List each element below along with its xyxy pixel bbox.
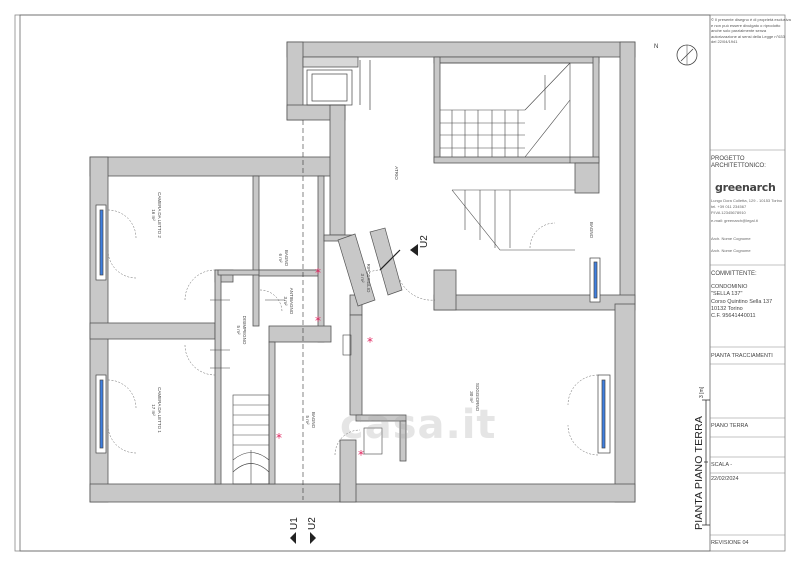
room-camera-1: CAMERA DA LETTO 117 m² [151, 387, 162, 433]
room-bagno-2: BAGNO5 m² [305, 412, 316, 429]
copyright-note: © Il presente disegno è di proprietà esc… [711, 17, 791, 44]
utility-markers: * * * * * [276, 266, 373, 462]
date-label: 22/02/2024 [711, 476, 739, 482]
title-block-lines [710, 149, 785, 536]
room-bagno-1: BAGNO6 m² [278, 250, 289, 267]
revision-label: REVISIONE 04 [711, 540, 749, 546]
architect-2: Arch. Nome Cognome [711, 248, 751, 253]
room-ripostiglio: RIPOSTIGLIO3 m² [360, 264, 371, 293]
section-marker-u2-bottom: U2 [307, 517, 318, 530]
ripostiglio-walls [337, 227, 403, 307]
svg-text:*: * [367, 335, 373, 349]
watermark: casa.it [340, 402, 497, 448]
room-bagno-3: BAGNO [589, 222, 594, 239]
client-city: 10132 Torino [711, 306, 743, 312]
client-building: "SELLA 137" [711, 291, 743, 297]
scala-label: SCALA - [711, 462, 733, 468]
windows [95, 204, 611, 454]
progetto-label: PROGETTO ARCHITETTONICO: [711, 156, 766, 169]
room-antibagno: ANTIBAGNO3 m² [283, 288, 294, 315]
client-name: CONDOMINIO [711, 284, 748, 290]
fixtures [210, 299, 383, 455]
client-cf: C.F. 95641440011 [711, 313, 756, 319]
firm-email: e-mail: greenarch@legal.it [711, 218, 758, 223]
svg-text:*: * [315, 266, 321, 280]
firm-logo-text: greenarch [715, 181, 776, 194]
room-atrio: ATRIO [394, 166, 399, 180]
scale-bar [702, 399, 710, 526]
north-label: N [654, 44, 659, 50]
firm-piva: P.IVA 12345678910 [711, 210, 746, 215]
piano-label: PIANO TERRA [711, 423, 749, 429]
north-arrow [676, 44, 698, 66]
drawing-title: PIANTA PIANO TERRA [693, 415, 705, 530]
room-labels: CAMERA DA LETTO 216 m² CAMERA DA LETTO 1… [151, 166, 594, 433]
room-camera-2: CAMERA DA LETTO 216 m² [151, 192, 162, 238]
committente-label: COMMITTENTE: [711, 271, 757, 277]
firm-logo: greenarch [715, 181, 776, 194]
svg-text:*: * [315, 314, 321, 328]
svg-text:*: * [276, 431, 282, 445]
svg-text:*: * [358, 448, 364, 462]
internal-stairs [232, 394, 270, 485]
section-marker-u1: U1 [289, 517, 300, 530]
section-marker-u2-top: U2 [419, 235, 430, 248]
room-disimpegno: DISIMPEGNO5 m² [236, 316, 247, 345]
client-street: Corso Quintino Sella 137 [711, 299, 773, 305]
firm-tel: tel. +39 011 234567 [711, 204, 747, 209]
firm-address: Lungo Dora Colletta, 129 - 10153 Torino [711, 198, 783, 203]
elevator-fixture [306, 60, 371, 110]
room-soggiorno: SOGGIORNO30 m² [469, 383, 480, 412]
drawing-frame [19, 14, 711, 552]
main-stairs [440, 62, 575, 251]
tavola-title: PIANTA TRACCIAMENTI [711, 353, 773, 359]
scale-bar-label: 3 [m] [699, 386, 705, 398]
walls [89, 41, 636, 503]
section-arrows [290, 244, 418, 544]
architect-1: Arch. Nome Cognome [711, 236, 751, 241]
